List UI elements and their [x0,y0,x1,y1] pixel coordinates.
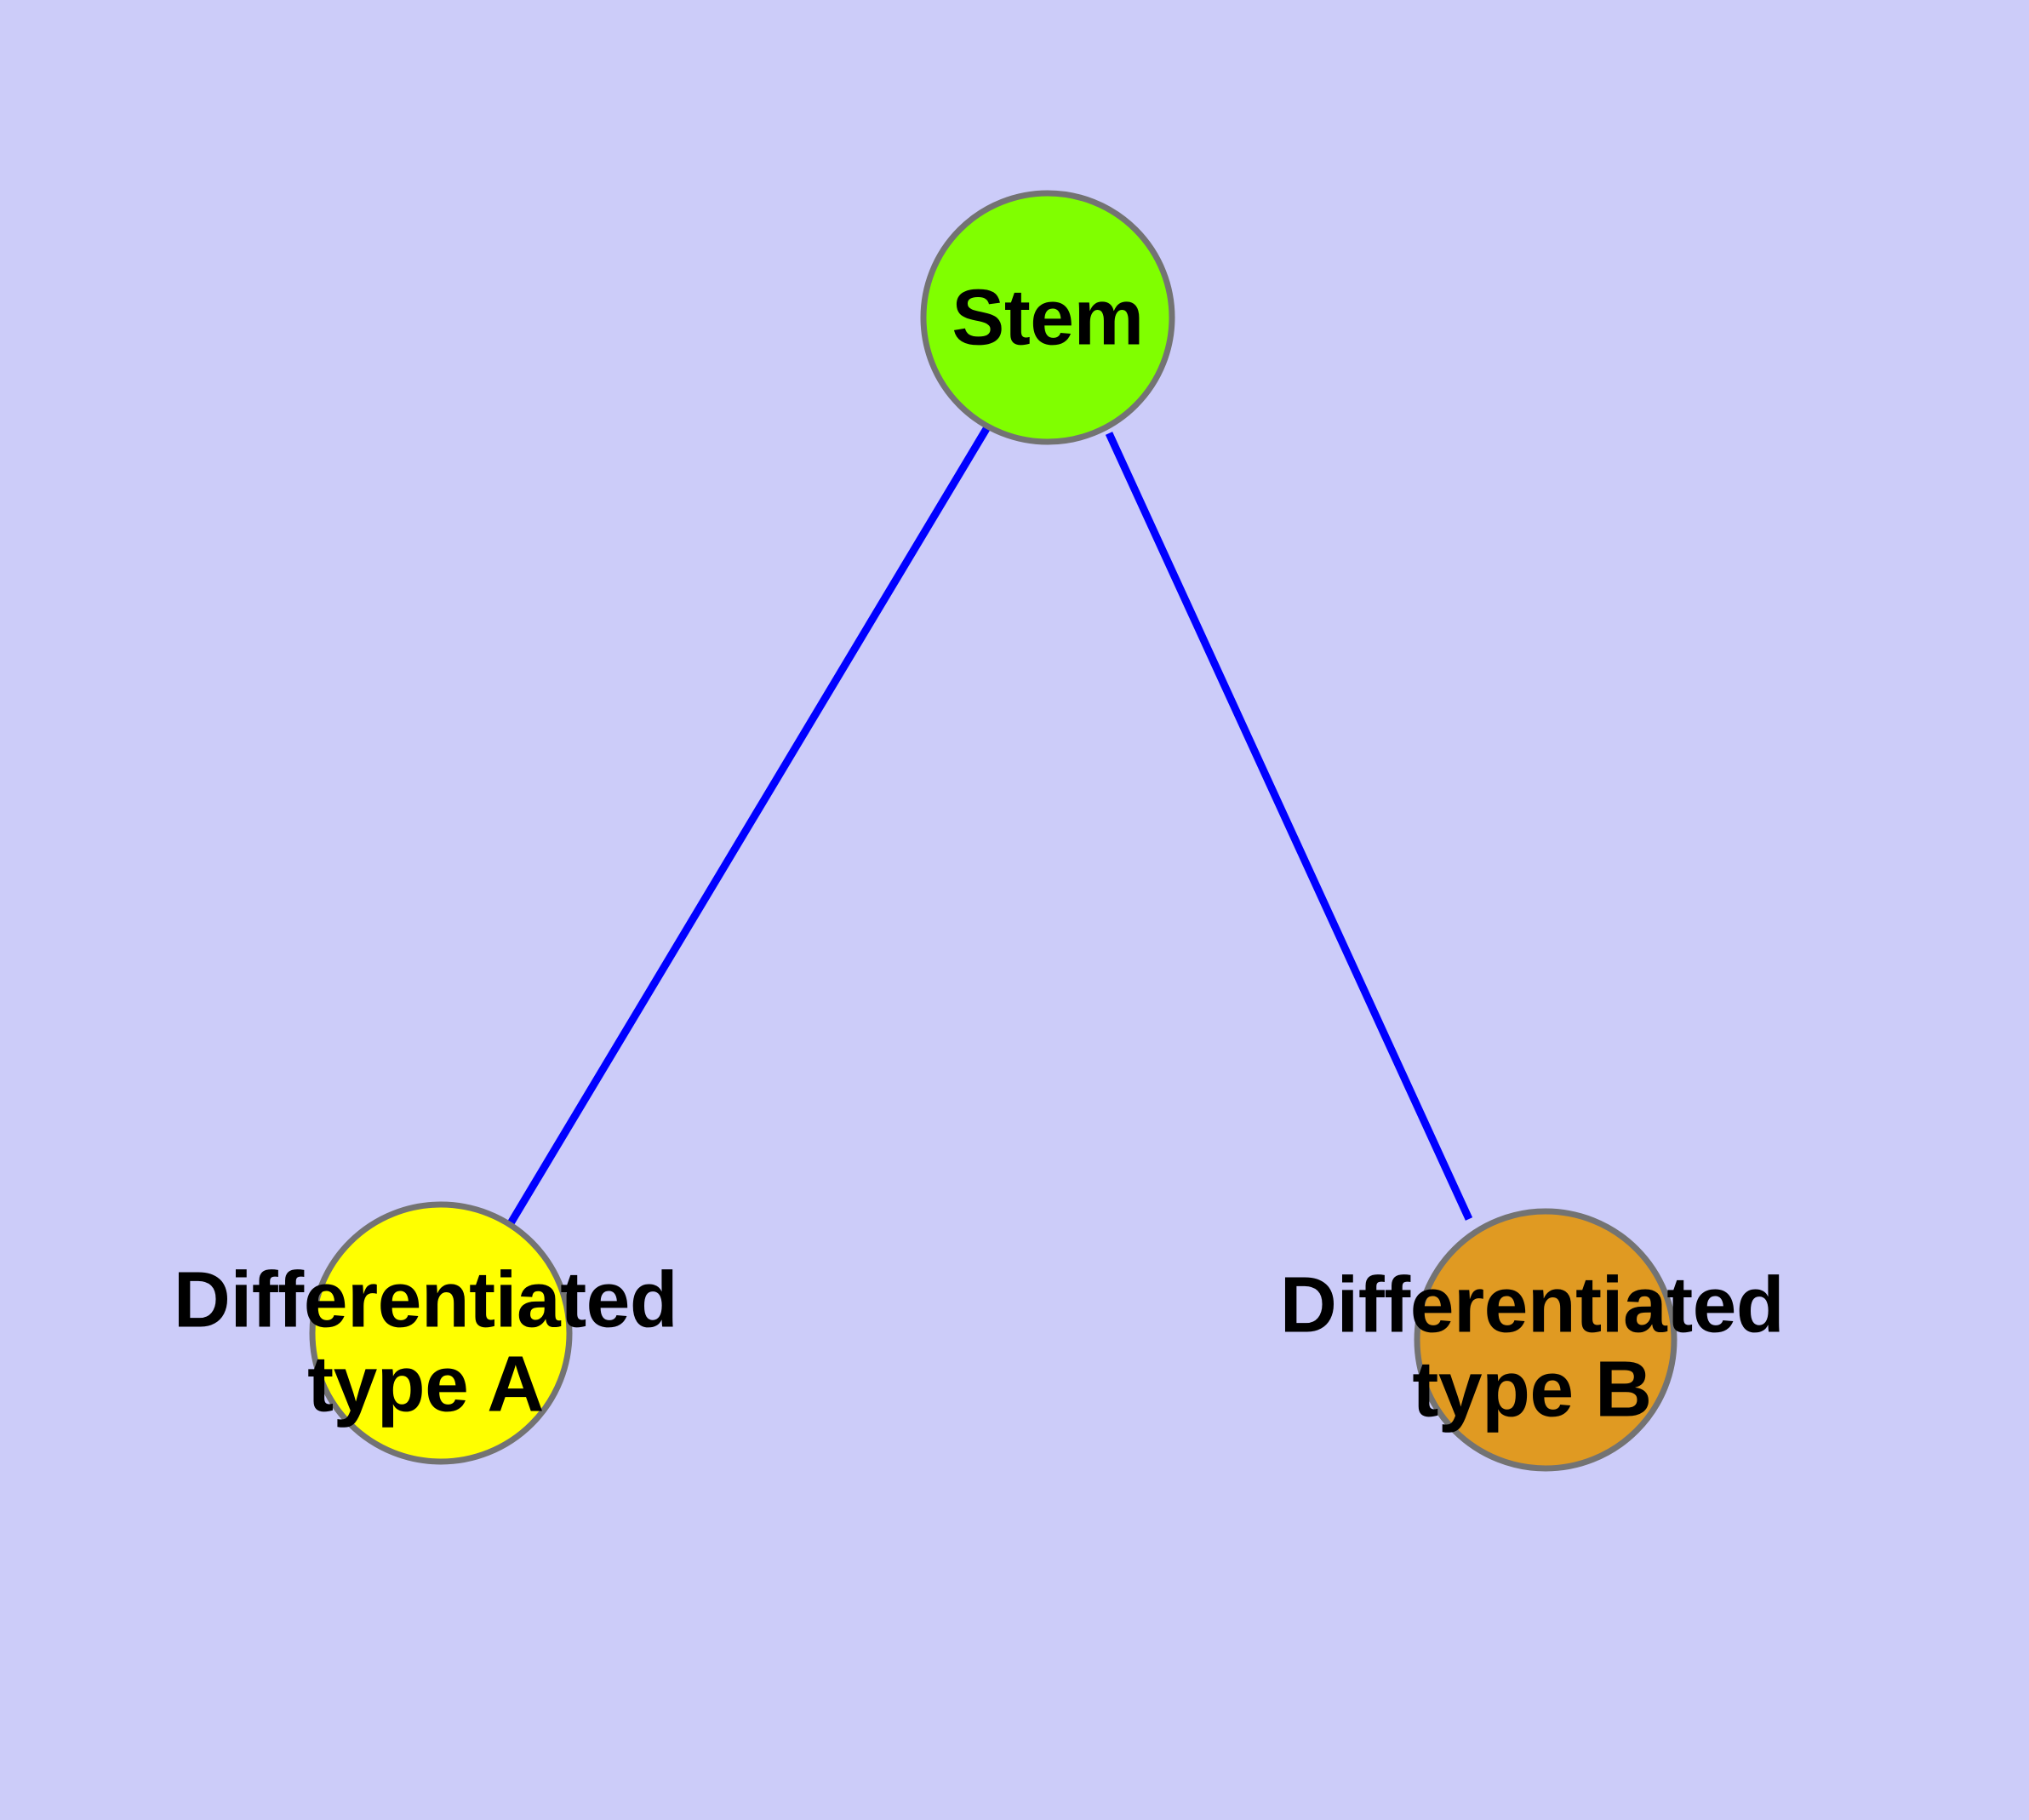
node-differentiated-type-b[interactable] [1414,1208,1677,1472]
edge-stem-to-differentiated-a[interactable] [507,425,991,1226]
node-differentiated-type-a[interactable] [309,1201,573,1465]
edges-layer [507,425,1473,1226]
edge-stem-to-differentiated-b[interactable] [1105,432,1473,1221]
node-stem[interactable] [920,190,1175,445]
nodes-layer [309,190,1677,1472]
